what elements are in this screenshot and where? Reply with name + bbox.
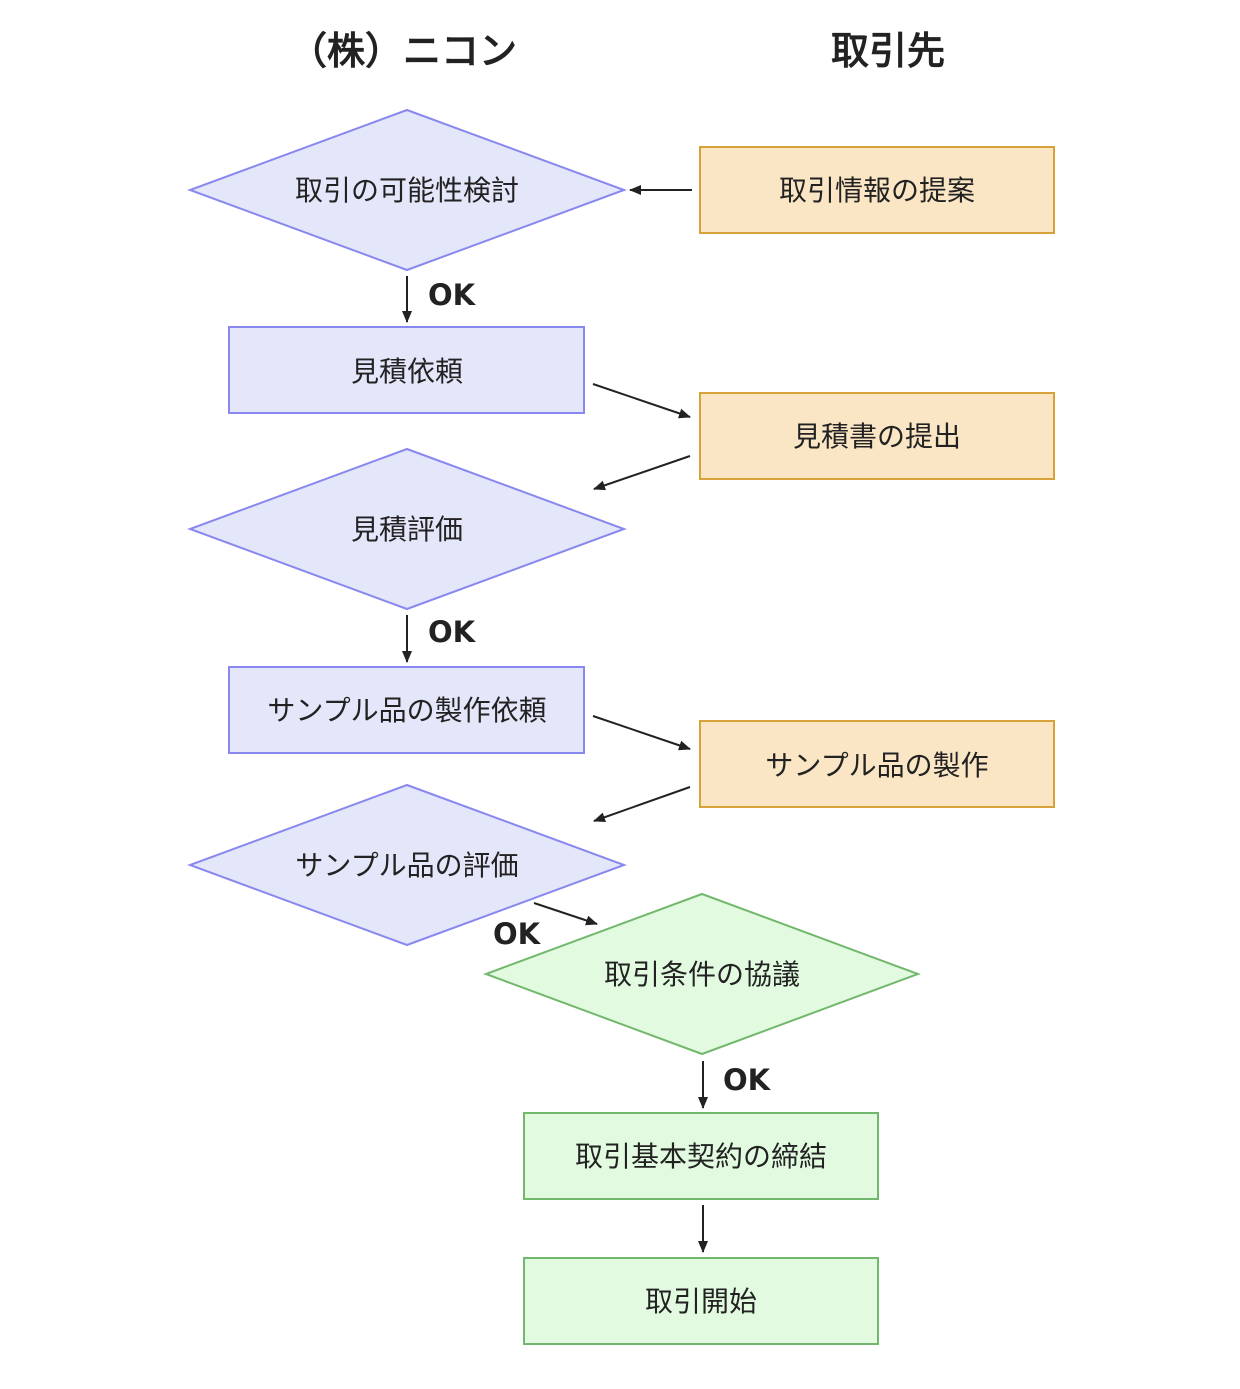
node-trade-info-proposal: 取引情報の提案 (699, 146, 1055, 234)
edge-label-ok: OK (428, 278, 477, 312)
node-label: 見積書の提出 (793, 420, 961, 453)
edge-label-ok: OK (493, 917, 542, 951)
node-sample-production: サンプル品の製作 (699, 720, 1055, 808)
node-label: 取引の可能性検討 (295, 174, 519, 207)
node-quote-evaluation: 見積評価 (187, 447, 627, 611)
node-label: サンプル品の製作依頼 (267, 694, 546, 727)
edge-label-ok: OK (428, 615, 477, 649)
edge-sample-request-to-production (592, 715, 691, 751)
edge-quote-request-to-submission (592, 383, 691, 419)
node-trade-start: 取引開始 (523, 1257, 879, 1345)
node-label: 取引情報の提案 (779, 174, 975, 207)
node-label: サンプル品の評価 (295, 849, 518, 882)
node-sample-production-request: サンプル品の製作依頼 (228, 666, 585, 754)
node-label: 取引条件の協議 (604, 958, 800, 991)
node-quote-request: 見積依頼 (228, 326, 585, 414)
node-sample-evaluation: サンプル品の評価 (187, 783, 627, 947)
node-trade-possibility-review: 取引の可能性検討 (187, 108, 627, 272)
node-label: 見積評価 (351, 513, 463, 546)
nikon-column-title: （株）ニコン (289, 29, 517, 73)
node-label: サンプル品の製作 (765, 749, 988, 782)
partner-column-title: 取引先 (831, 29, 945, 73)
node-label: 取引開始 (645, 1285, 757, 1318)
edge-production-to-sample-eval (593, 786, 691, 823)
node-label: 見積依頼 (351, 355, 463, 388)
node-basic-contract-signing: 取引基本契約の締結 (523, 1112, 879, 1200)
node-trade-terms-negotiation: 取引条件の協議 (483, 892, 921, 1056)
edge-label-ok: OK (723, 1063, 772, 1097)
node-quote-submission: 見積書の提出 (699, 392, 1055, 480)
node-label: 取引基本契約の締結 (575, 1140, 827, 1173)
edge-submission-to-evaluation (593, 455, 691, 491)
edge-sample-eval-to-negotiation (533, 902, 598, 926)
